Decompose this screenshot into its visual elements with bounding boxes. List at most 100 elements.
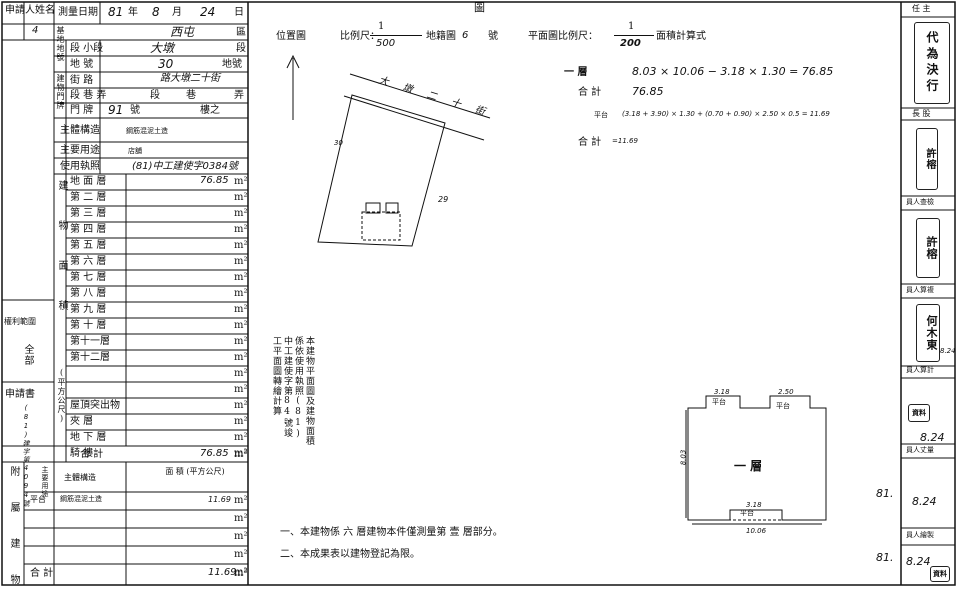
floor-label: 第 三 層 (70, 208, 107, 219)
form-lines (1, 1, 956, 586)
applicant-value: 4 (32, 25, 39, 36)
calc-sub: 76.85 (632, 85, 664, 98)
floor-unit: m² (234, 336, 248, 347)
annex-unit: m² (234, 567, 248, 578)
lane-part-3: 弄 (234, 90, 244, 101)
floor-label: 第 六 層 (70, 256, 107, 267)
role-calculator: 員人算計 (906, 366, 934, 374)
floor-label: 第 八 層 (70, 288, 107, 299)
annex-use: 平台 (30, 495, 46, 504)
calc-floor-label: 一 層 (564, 67, 588, 78)
stamp-delegated: 代為決行 (914, 22, 950, 104)
lane-part-2: 巷 (186, 90, 196, 101)
note-1: 一、本建物係 六 層建物本件僅測量第 壹 層部分。 (280, 527, 503, 538)
section-label: 段 小段 (70, 43, 104, 54)
structure-value: 鋼筋混泥土造 (126, 127, 168, 135)
floor-label: 第 五 層 (70, 240, 107, 251)
number-unit: 號 (130, 105, 140, 116)
plan-scale-fraction-bar (614, 35, 654, 36)
plan-platform-2: 平台 (776, 402, 790, 410)
floor-unit: m² (234, 176, 248, 187)
cadastral-label: 地籍圖 (426, 31, 456, 42)
floor-label: 第十一層 (70, 336, 110, 347)
role-surveyor: 員人丈量 (906, 446, 934, 454)
floor-label: 第 七 層 (70, 272, 107, 283)
plan-floor-label: 一 層 (734, 459, 763, 473)
stamp-section-chief: 許榕 (916, 128, 938, 190)
door-label: 建物門牌 (56, 74, 65, 110)
rights-label: 權利範圍 (4, 317, 36, 326)
annex-total-unit: m² (234, 568, 248, 579)
floor-value: 76.85 (200, 175, 229, 186)
role-inspector: 員人查檢 (906, 198, 934, 206)
survey-month: 8 (152, 5, 160, 19)
plan-dim-depth: 8.03 (679, 449, 688, 466)
lane-label: 段 巷 弄 (70, 90, 107, 101)
application-value: (81)建字第4094號 (22, 404, 30, 508)
calc-floor: 8.03 × 10.06 − 3.18 × 1.30 = 76.85 (632, 65, 834, 78)
drafter-date: 8.24 (906, 555, 931, 568)
role-section-chief: 長 股 (912, 109, 931, 118)
number-value: 91 (108, 103, 124, 117)
floor-label: 夾 層 (70, 416, 94, 427)
drafter-year: 81. (876, 551, 894, 564)
role-director: 任 主 (912, 4, 931, 13)
scale-den: 500 (376, 38, 396, 49)
annex-struct: 鋼筋混泥土造 (60, 495, 102, 503)
section-value: 大墩 (150, 41, 175, 55)
floor-unit: m² (234, 288, 248, 299)
annex-total-value: 11.69 (208, 567, 237, 578)
floor-unit: m² (234, 272, 248, 283)
plan-scale-label: 平面圖比例尺： (528, 31, 598, 42)
cadastral-value: 6 (462, 30, 469, 41)
calc-total: =11.69 (612, 137, 638, 145)
lot-number-29: 29 (438, 195, 449, 204)
floor-label: 第十二層 (70, 352, 110, 363)
license-label: 使用執照 (60, 161, 100, 172)
role-reviewer: 員人算複 (906, 286, 934, 294)
stamp-inspector: 許榕 (916, 218, 940, 278)
survey-year: 81 (108, 5, 124, 19)
survey-day-unit: 日 (234, 7, 244, 18)
plan-dim-3: 3.18 (746, 501, 762, 509)
role-drafter: 員人繪製 (906, 531, 934, 539)
usage-label: 主要用途 (60, 145, 100, 156)
plan-platform-3: 平台 (740, 509, 754, 517)
floor-label: 地 下 層 (70, 432, 107, 443)
floor-label: 騎 樓 (70, 448, 94, 459)
stamp-drafter: 資料 (930, 566, 950, 582)
surveyor-year: 81. (876, 487, 894, 500)
survey-month-unit: 月 (172, 7, 182, 18)
calc-platform: (3.18 + 3.90) × 1.30 + (0.70 + 0.90) × 2… (622, 110, 830, 118)
survey-date-label: 測量日期 (58, 7, 98, 18)
floor-label: 第 二 層 (70, 192, 107, 203)
floor-unit: m² (234, 384, 248, 395)
annex-struct-label: 主體構造 (64, 473, 96, 482)
floor-label: 第 九 層 (70, 304, 107, 315)
stamp-surveyor: 8.24 (912, 495, 937, 508)
floor-label: 屋頂突出物 (70, 400, 120, 411)
annex-unit: m² (234, 549, 248, 560)
floor-unit: m² (234, 192, 248, 203)
license-value: (81)中工建使字0384號 (132, 161, 238, 172)
floor-unit: m² (234, 368, 248, 379)
applicant-label: 申請人姓名 (5, 5, 55, 16)
total-value: 76.85 (200, 448, 229, 459)
lane-part-1: 段 (150, 90, 160, 101)
area-unit-label: (平方公尺) (57, 368, 66, 424)
rights-value: 全部 (22, 344, 33, 366)
street-label: 街 路 (70, 75, 94, 86)
annex-unit: m² (234, 531, 248, 542)
floor-unit: m² (234, 432, 248, 443)
lot-label: 地 號 (70, 59, 94, 70)
header-top: 圖 (474, 1, 485, 14)
annex-value: 11.69 (208, 495, 231, 504)
district-value: 西屯 (170, 25, 195, 39)
annex-unit: m² (234, 495, 248, 506)
calculator-date: 8.24 (920, 431, 945, 444)
floor-label: 第 十 層 (70, 320, 107, 331)
annex-area-label: 面 積 (平方公尺) (165, 467, 225, 476)
annex-total-label: 合 計 (30, 568, 54, 579)
street-value: 路大墩二十街 (160, 73, 220, 84)
annex-label: 附屬建物 (8, 466, 19, 610)
